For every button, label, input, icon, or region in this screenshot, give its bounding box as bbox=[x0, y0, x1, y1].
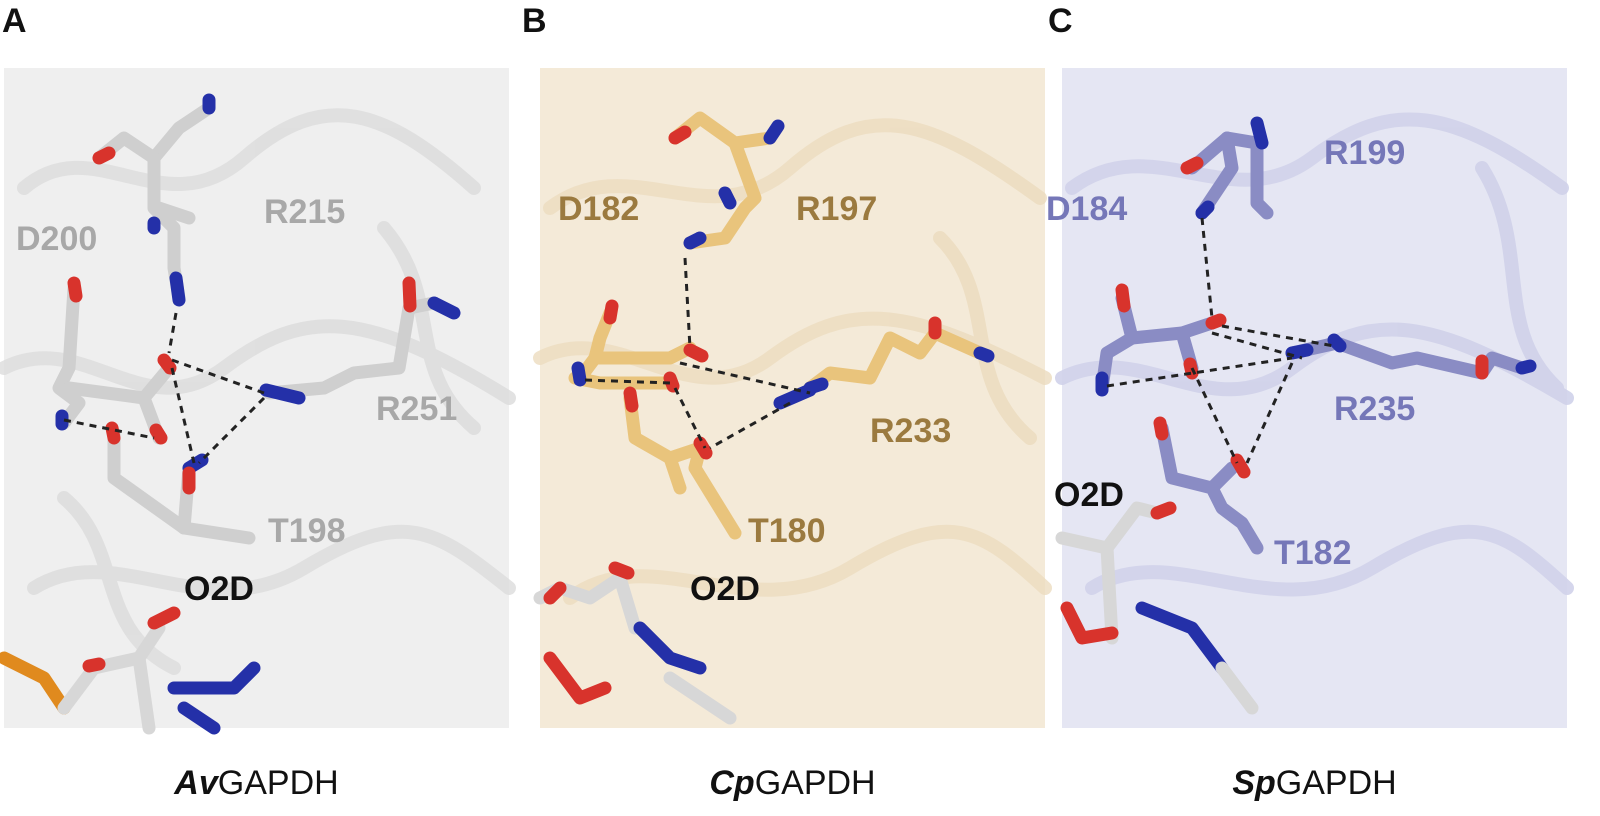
caption-protein: GAPDH bbox=[754, 764, 876, 802]
residue-label-d200: D200 bbox=[16, 220, 98, 258]
structure-render-a bbox=[0, 93, 516, 735]
residue-label-r251: R251 bbox=[376, 390, 458, 428]
caption-species: Av bbox=[174, 764, 218, 802]
caption-species: Sp bbox=[1232, 764, 1276, 802]
residue-label-d184: D184 bbox=[1046, 190, 1128, 228]
residue-label-r235: R235 bbox=[1334, 390, 1416, 428]
structure-panel-a: D200 R215 R251 T198 O2D bbox=[0, 68, 516, 735]
residue-label-t198: T198 bbox=[268, 512, 346, 550]
residue-label-t180: T180 bbox=[748, 512, 826, 550]
structure-render-c bbox=[1055, 112, 1574, 715]
caption-protein: GAPDH bbox=[217, 764, 339, 802]
residue-label-r233: R233 bbox=[870, 412, 952, 450]
residue-label-o2d: O2D bbox=[184, 570, 254, 608]
caption-species: Cp bbox=[709, 764, 755, 802]
residue-label-r199: R199 bbox=[1324, 134, 1406, 172]
residue-label-o2d: O2D bbox=[690, 570, 760, 608]
residue-label-t182: T182 bbox=[1274, 534, 1352, 572]
residue-label-r197: R197 bbox=[796, 190, 878, 228]
panel-letter-a: A bbox=[2, 2, 27, 40]
residue-label-d182: D182 bbox=[558, 190, 640, 228]
caption-cpgapdh: CpGAPDH bbox=[540, 764, 1045, 803]
panel-letter-b: B bbox=[522, 2, 547, 40]
panel-letter-c: C bbox=[1048, 2, 1073, 40]
structure-render-b bbox=[533, 111, 1052, 725]
residue-label-r215: R215 bbox=[264, 193, 346, 231]
structure-panel-c: D184 R199 R235 T182 O2D bbox=[1046, 68, 1574, 728]
caption-avgapdh: AvGAPDH bbox=[4, 764, 509, 803]
caption-protein: GAPDH bbox=[1275, 764, 1397, 802]
structure-panel-b: D182 R197 R233 T180 O2D bbox=[533, 68, 1052, 728]
caption-spgapdh: SpGAPDH bbox=[1062, 764, 1567, 803]
residue-label-o2d: O2D bbox=[1054, 476, 1124, 514]
